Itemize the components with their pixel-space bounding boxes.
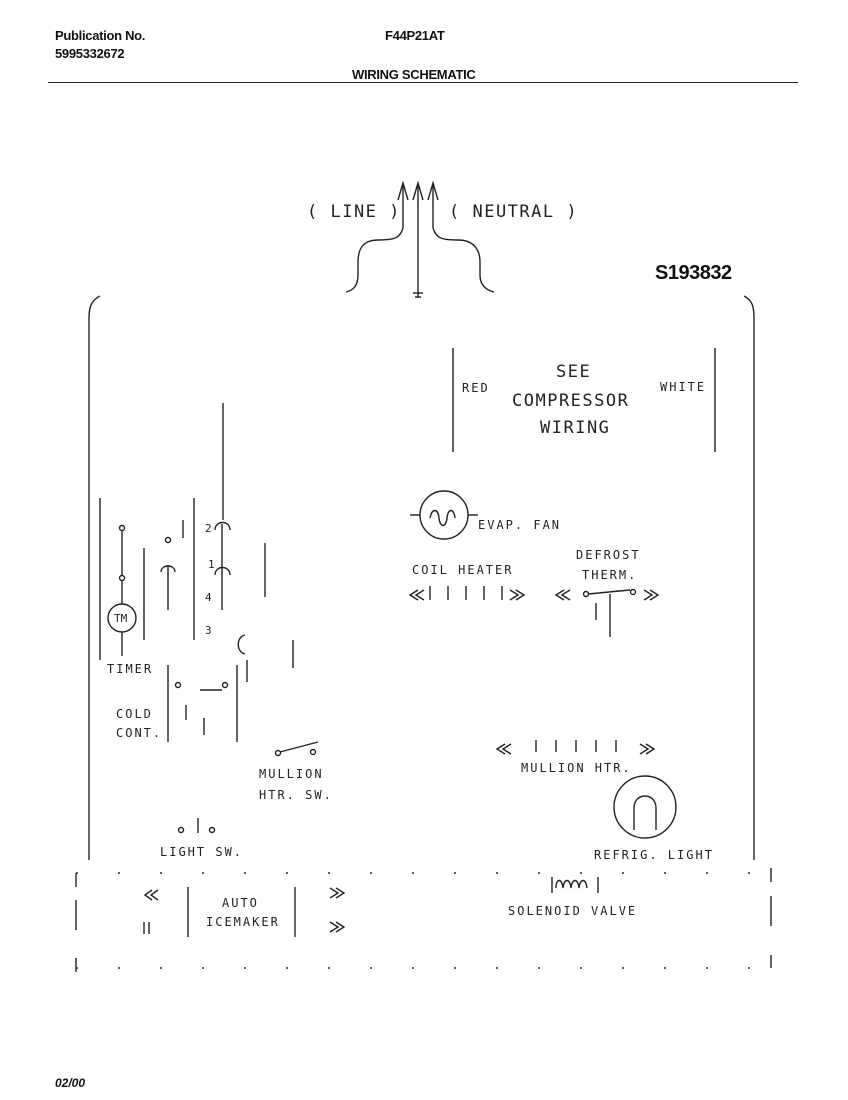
mullion-heater-switch-icon [274, 741, 319, 757]
harness-dashed-lines [76, 872, 770, 969]
timer-motor-label: TM [114, 612, 128, 625]
solenoid-valve-label: SOLENOID VALVE [508, 904, 638, 918]
icemaker-icon [143, 887, 346, 937]
neutral-bus [743, 295, 755, 860]
header-divider [48, 82, 798, 83]
timer-terminal-2: 2 [205, 522, 214, 535]
compressor-white-label: WHITE [660, 380, 707, 394]
mullion-switch-label-line2: HTR. SW. [259, 788, 333, 802]
coil-heater-label: COIL HEATER [412, 563, 514, 577]
defrost-therm-label-line1: DEFROST [576, 548, 641, 562]
light-switch-icon [177, 818, 216, 834]
light-switch-label: LIGHT SW. [160, 845, 244, 859]
cold-control-label-line1: COLD [116, 707, 153, 721]
timer-label: TIMER [107, 662, 154, 676]
refrigerator-light-icon [613, 775, 677, 839]
timer-terminal-1: 1 [208, 558, 217, 571]
solenoid-valve-icon [551, 877, 599, 893]
coil-heater-icon [408, 586, 526, 601]
cold-control-label-line2: CONT. [116, 726, 163, 740]
cold-control-icon [167, 665, 238, 742]
mullion-switch-label-line1: MULLION [259, 767, 324, 781]
line-label: ( LINE ) [307, 202, 401, 222]
compressor-note-line3: WIRING [540, 418, 611, 438]
evap-fan-motor-icon [410, 490, 478, 540]
neutral-label: ( NEUTRAL ) [449, 202, 579, 222]
defrost-timer-icon [99, 403, 294, 682]
defrost-therm-label-line2: THERM. [582, 568, 638, 582]
mullion-heater-icon [495, 740, 656, 755]
timer-terminal-3: 3 [205, 624, 214, 637]
refrig-light-label: REFRIG. LIGHT [594, 848, 714, 862]
line-bus [88, 295, 101, 860]
icemaker-label-line1: AUTO [222, 896, 259, 910]
timer-terminal-4: 4 [205, 591, 214, 604]
defrost-thermostat-icon [554, 588, 660, 637]
power-cord-icon [345, 180, 495, 298]
publication-number: 5995332672 [55, 46, 125, 61]
compressor-note-line1: SEE [556, 362, 592, 382]
schematic-id: S193832 [655, 262, 732, 284]
compressor-note-line2: COMPRESSOR [512, 391, 630, 411]
icemaker-label-line2: ICEMAKER [206, 915, 280, 929]
section-title: WIRING SCHEMATIC [352, 67, 476, 82]
evap-fan-label: EVAP. FAN [478, 518, 562, 532]
model-number: F44P21AT [385, 28, 445, 43]
mullion-heater-label: MULLION HTR. [521, 761, 632, 775]
publication-label: Publication No. [55, 28, 146, 43]
revision-date: 02/00 [55, 1076, 86, 1090]
compressor-red-label: RED [462, 381, 490, 395]
